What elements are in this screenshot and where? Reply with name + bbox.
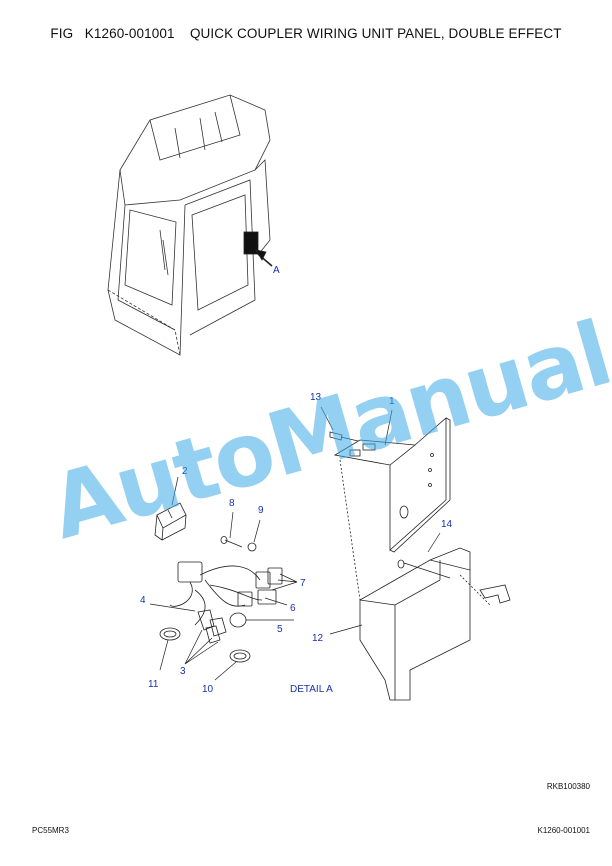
arrow-head (255, 249, 267, 261)
callout-7: 7 (300, 578, 306, 589)
panel-location-mark (243, 231, 259, 255)
figure-title: FIG K1260-001001 QUICK COUPLER WIRING UN… (0, 26, 612, 41)
figure-name: QUICK COUPLER WIRING UNIT PANEL, DOUBLE … (189, 26, 562, 41)
screw-14 (397, 559, 451, 579)
callout-12: 12 (312, 633, 324, 644)
clamp-11 (159, 627, 181, 641)
callout-13: 13 (310, 392, 322, 403)
bolt-13 (329, 431, 359, 442)
wiring-harness (169, 561, 283, 644)
footer-page-code: K1260-001001 (537, 826, 591, 835)
detail-label: DETAIL A (290, 684, 333, 695)
footer-model: PC55MR3 (32, 826, 69, 835)
washer-9 (247, 542, 257, 552)
callout-6: 6 (290, 603, 296, 614)
callout-10: 10 (202, 684, 214, 695)
small-bracket (479, 584, 511, 604)
callout-3: 3 (180, 666, 186, 677)
callout-8: 8 (229, 498, 235, 509)
leader-lines (149, 406, 441, 681)
cab-illustration (107, 94, 271, 356)
figure-code: K1260-001001 (84, 26, 175, 41)
callout-5: 5 (277, 624, 283, 635)
callout-14: 14 (441, 519, 453, 530)
switch-2 (154, 502, 187, 541)
callout-11: 11 (148, 679, 159, 690)
figure-prefix: FIG (50, 26, 74, 41)
cover-bracket (359, 547, 471, 701)
callout-1: 1 (389, 396, 395, 407)
callout-9: 9 (258, 505, 264, 516)
screw-8 (220, 536, 243, 548)
reference-code: RKB100380 (546, 782, 590, 791)
clamp-10 (229, 649, 251, 663)
view-label-a: A (273, 265, 280, 276)
callout-2: 2 (182, 466, 188, 477)
callout-4: 4 (140, 595, 146, 606)
panel-bracket (333, 417, 451, 553)
